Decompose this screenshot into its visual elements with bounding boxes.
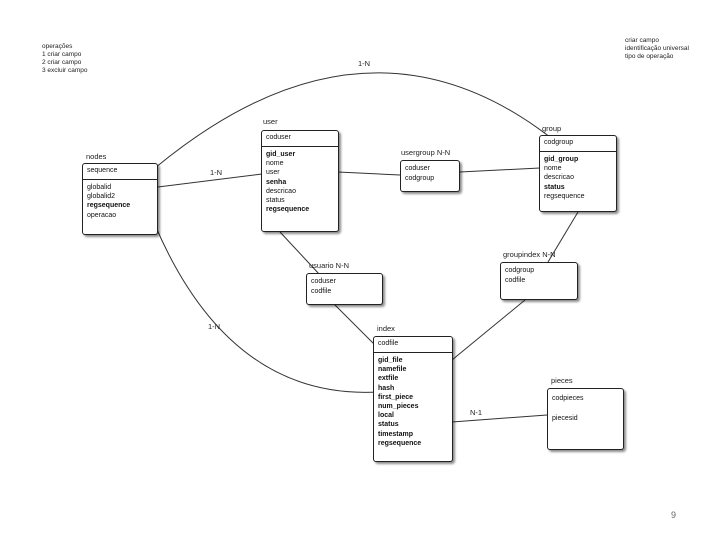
usergroup-entity[interactable]: coduser codgroup [400,160,460,192]
nodes-index-cardinality: 1-N [208,322,221,331]
entity-field: codgroup [505,267,535,274]
group-groupindex-connector [547,211,579,263]
group-entity[interactable]: codgroup gid_group nome descricao status… [539,135,617,212]
entity-field: nome [544,165,562,173]
entity-field: piecesid [552,415,578,422]
note-line: 1 criar campo [42,51,82,58]
entity-field: namefile [378,366,407,374]
page-number: 9 [670,510,676,520]
entity-key: codgroup [540,136,616,152]
top-arc-connector [154,72,561,169]
index-entity-title: index [377,324,395,333]
entity-field: descricao [266,187,296,195]
bottom-arc-connector [154,224,379,393]
entity-field: first_piece [378,393,414,401]
entity-field: senha [266,178,287,186]
entity-field: status [266,197,285,205]
note-line: 3 excluir campo [42,67,88,74]
user-usuario-connector [279,231,321,276]
nodes-entity[interactable]: sequence globalid globalid2 regsequence … [82,163,158,235]
entity-key: sequence [83,164,157,180]
entity-field: codpieces [552,395,584,402]
nodes-user-connector [157,173,263,188]
operations-note: operações 1 criar campo 2 criar campo 3 … [42,43,88,75]
groupindex-entity[interactable]: codgroup codfile [500,262,578,300]
note-line: identificação universal [625,45,689,52]
usuario-entity[interactable]: coduser codfile [306,273,383,305]
entity-key: coduser [262,131,338,147]
entity-field: extfile [378,375,399,383]
entity-field: status [544,183,565,191]
usergroup-label: usergroup N-N [401,148,451,157]
entity-field: descricao [544,174,574,182]
entity-field: codfile [505,277,526,284]
entity-field: gid_group [544,156,579,163]
index-pieces-connector [451,414,548,423]
entity-field: regsequence [544,192,585,200]
note-line: criar campo [625,37,659,44]
entity-field: regsequence [87,202,131,210]
entity-field: local [378,412,394,420]
entity-field: coduser [311,278,336,285]
entity-field: timestamp [378,430,414,438]
legend-note: criar campo identificação universal tipo… [625,37,689,61]
entity-field: regsequence [378,439,422,447]
entity-field: hash [378,384,395,392]
entity-field: globalid [87,184,112,191]
pieces-entity-title: pieces [551,376,573,385]
usuario-index-connector [329,299,376,346]
entity-field: codgroup [405,175,435,182]
note-line: 2 criar campo [42,59,82,66]
user-entity[interactable]: coduser gid_user nome user senha descric… [261,130,339,232]
entity-field [552,404,619,414]
nodes-user-cardinality: 1-N [210,168,223,177]
groupindex-index-connector [451,299,526,361]
group-entity-title: group [542,124,562,133]
user-entity-title: user [263,117,278,126]
entity-field: gid_file [378,357,403,364]
user-usergroup-connector [337,171,401,176]
entity-field: nome [266,160,284,168]
entity-field: globalid2 [87,193,116,201]
usuario-label: usuario N-N [309,261,350,270]
pieces-entity[interactable]: codpieces piecesid [547,388,624,450]
note-line: tipo de operação [625,53,674,60]
entity-field: gid_user [266,151,296,158]
entity-field: operacao [87,211,117,219]
entity-field: codfile [311,288,332,295]
entity-field: user [266,169,280,177]
entity-field: status [378,421,399,429]
usergroup-group-connector [459,167,541,173]
entity-field: regsequence [266,206,310,214]
nodes-entity-title: nodes [86,152,107,161]
entity-key: codfile [374,337,452,353]
index-entity[interactable]: codfile gid_file namefile extfile hash f… [373,336,453,462]
groupindex-label: groupindex N-N [503,250,556,259]
top-arc-cardinality: 1-N [358,59,371,68]
entity-field: num_pieces [378,403,419,411]
index-pieces-cardinality: N-1 [470,408,483,417]
entity-field: coduser [405,165,430,172]
note-line: operações [42,43,73,50]
